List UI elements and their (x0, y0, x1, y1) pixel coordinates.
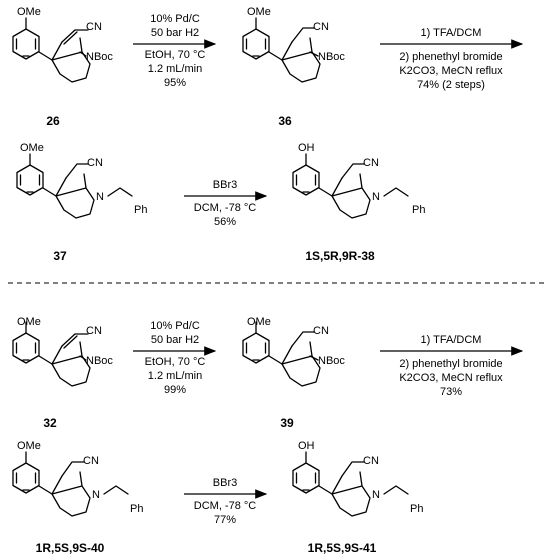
svg-text:74% (2 steps): 74% (2 steps) (417, 79, 485, 91)
ome-label-39: OMe (247, 316, 271, 328)
ome-label-36: OMe (247, 6, 271, 18)
svg-text:50 bar H2: 50 bar H2 (151, 27, 199, 39)
ph-label-41: Ph (410, 503, 423, 515)
cn-label-40: CN (83, 455, 99, 467)
ome-label-37: OMe (20, 142, 44, 154)
compound-label-32: 32 (43, 416, 57, 430)
ph-label-38: Ph (412, 204, 425, 216)
svg-text:DCM, -78 °C: DCM, -78 °C (194, 202, 257, 214)
ome-label-32: OMe (17, 316, 41, 328)
n-label-40: N (92, 489, 100, 501)
svg-text:DCM, -78 °C: DCM, -78 °C (194, 500, 257, 512)
svg-text:2) phenethyl bromide: 2) phenethyl bromide (399, 51, 502, 63)
structure-26 (12, 17, 91, 83)
cn-label-32: CN (86, 325, 102, 337)
compound-label-38: 1S,5R,9R-38 (305, 249, 375, 263)
svg-text:1.2 mL/min: 1.2 mL/min (148, 63, 202, 75)
compound-label-39: 39 (280, 416, 294, 430)
svg-text:1) TFA/DCM: 1) TFA/DCM (421, 27, 482, 39)
ph-label-40: Ph (130, 503, 143, 515)
svg-text:56%: 56% (214, 216, 236, 228)
svg-text:1.2 mL/min: 1.2 mL/min (148, 370, 202, 382)
cn-label-36: CN (313, 21, 329, 33)
svg-text:2) phenethyl bromide: 2) phenethyl bromide (399, 358, 502, 370)
ome-label-40: OMe (17, 440, 41, 452)
compound-label-41: 1R,5S,9S-41 (308, 541, 377, 555)
n-label-41: N (372, 489, 380, 501)
cn-label-38: CN (363, 157, 379, 169)
conditions-arrow-3: BBr3 DCM, -78 °C 56% (194, 179, 257, 228)
nboc-label-26: NBoc (86, 51, 113, 63)
cn-label-39: CN (313, 325, 329, 337)
cn-label-41: CN (363, 455, 379, 467)
conditions-arrow-4: 10% Pd/C 50 bar H2 EtOH, 70 °C 1.2 mL/mi… (145, 320, 206, 396)
compound-label-36: 36 (278, 114, 292, 128)
structure-37 (16, 153, 133, 219)
svg-text:EtOH, 70 °C: EtOH, 70 °C (145, 49, 206, 61)
ph-label-37: Ph (134, 204, 147, 216)
compound-label-40: 1R,5S,9S-40 (36, 541, 105, 555)
svg-text:95%: 95% (164, 77, 186, 89)
structure-36 (242, 17, 321, 83)
conditions-arrow-5: 1) TFA/DCM 2) phenethyl bromide K2CO3, M… (399, 334, 503, 398)
svg-text:50 bar H2: 50 bar H2 (151, 334, 199, 346)
nboc-label-39: NBoc (318, 355, 345, 367)
compound-label-26: 26 (46, 114, 60, 128)
structure-41 (292, 451, 409, 517)
cn-label-26: CN (86, 21, 102, 33)
conditions-arrow-6: BBr3 DCM, -78 °C 77% (194, 477, 257, 526)
structure-39 (242, 321, 321, 387)
cn-label-37: CN (87, 157, 103, 169)
oh-label-38: OH (298, 142, 315, 154)
svg-text:BBr3: BBr3 (213, 477, 237, 489)
svg-text:1) TFA/DCM: 1) TFA/DCM (421, 334, 482, 346)
n-label-38: N (372, 191, 380, 203)
svg-text:EtOH, 70 °C: EtOH, 70 °C (145, 356, 206, 368)
oh-label-41: OH (298, 440, 315, 452)
svg-text:K2CO3, MeCN reflux: K2CO3, MeCN reflux (399, 65, 503, 77)
structure-32 (12, 321, 91, 387)
conditions-arrow-2: 1) TFA/DCM 2) phenethyl bromide K2CO3, M… (399, 27, 503, 91)
n-label-37: N (96, 191, 104, 203)
svg-text:73%: 73% (440, 386, 462, 398)
conditions-arrow-1: 10% Pd/C 50 bar H2 EtOH, 70 °C 1.2 mL/mi… (145, 13, 206, 89)
svg-text:10% Pd/C: 10% Pd/C (150, 13, 200, 25)
svg-text:10% Pd/C: 10% Pd/C (150, 320, 200, 332)
svg-text:77%: 77% (214, 514, 236, 526)
structure-38 (292, 153, 409, 219)
compound-label-37: 37 (53, 249, 67, 263)
ome-label-26: OMe (17, 6, 41, 18)
svg-text:BBr3: BBr3 (213, 179, 237, 191)
structure-40 (12, 451, 129, 517)
nboc-label-36: NBoc (318, 51, 345, 63)
svg-text:K2CO3, MeCN reflux: K2CO3, MeCN reflux (399, 372, 503, 384)
nboc-label-32: NBoc (86, 355, 113, 367)
svg-text:99%: 99% (164, 384, 186, 396)
